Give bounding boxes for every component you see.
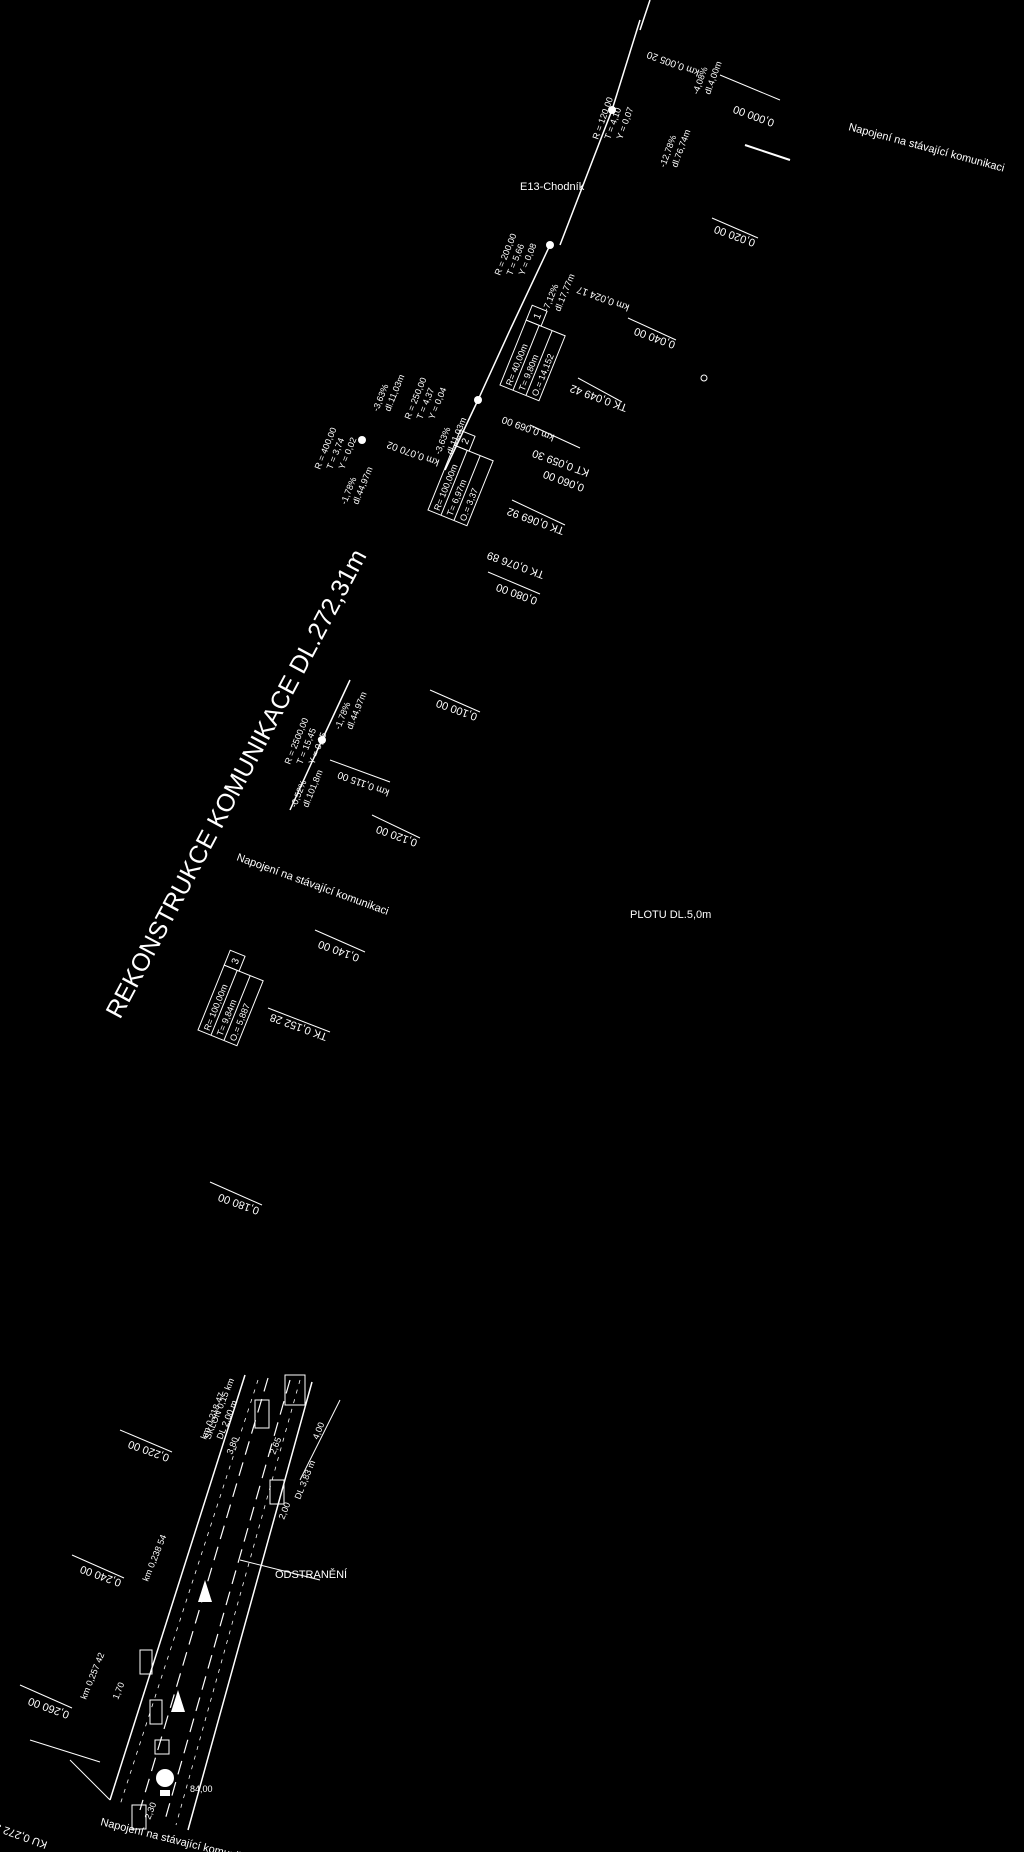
curve-table-2-num: 2 [460,436,472,446]
chainage-label-1: 0,020 00 [713,223,757,249]
curve-2-group: R = 200,00 T = 5,66 Y = 0,08 -7,12% dl.1… [493,232,631,331]
curve-table-1-num: 1 [532,311,544,321]
dim-label-7: 4,00 [311,1421,327,1441]
chainage-label-7: TK 0,076 89 [486,549,546,581]
traffic-sign-icon [156,1769,174,1787]
connection-label-bottom: Napojení na stávající komunikaci [99,1816,258,1852]
station-label-1: km 0,024 17 [575,283,631,312]
chainage-label-11: 0,140 00 [317,938,361,964]
sign-post-icon [160,1790,170,1796]
curve-point-3 [474,396,482,404]
chainage-label-12: TK 0,152 28 [269,1011,329,1043]
odstraneni-label: ODSTRANĚNÍ [275,1568,348,1581]
survey-point-icon [700,374,708,382]
e13-label: E13-Chodník [520,181,585,193]
curve-table-3-num: 3 [230,956,242,966]
curve-5-group: R = 2500,00 T = 15,45 Y = 0,05 -0,52% dl… [283,679,391,811]
chainage-label-14: 0,220 00 [127,1438,171,1464]
dim-label-8: 2,65 [268,1436,284,1456]
dim-label-5: 1,70 [111,1681,127,1701]
connection-label-top: Napojení na stávající komunikaci [847,121,1005,174]
station-label-6: km 0,238 54 [141,1533,169,1583]
chainage-label-17: KU 0,272 31 [0,1818,49,1850]
chainage-label-9: 0,100 00 [435,697,479,723]
curve-point-1 [608,106,616,114]
direction-arrow-icon-2 [171,1690,185,1712]
chainage-label-16: 0,260 00 [27,1695,71,1721]
chainage-label-3: TK 0,049 42 [569,382,629,414]
top-alignment-group: 0,000 00 Napojení na stávající komunikac… [546,0,1006,249]
chainage-label-2: 0,040 00 [633,325,677,351]
connection-label-middle: Napojení na stávající komunikaci [235,852,390,918]
station-label-2: km 0,069 00 [500,413,556,442]
curve-table-1: R= 40,00m T= 9,80m O.= 14,152 1 [499,304,566,402]
chainage-label-15: 0,240 00 [79,1563,123,1589]
curve-point-4 [358,436,366,444]
curve-table-3: R= 100,00m T= 9,84m O.= 5,887 3 [197,949,264,1047]
chainage-label-6: TK 0,069 92 [506,505,566,537]
station-label-4: km 0,115 00 [336,768,391,797]
station-label-7: km 0,257 42 [79,1651,107,1701]
small-value-label: 84,00 [190,1784,213,1794]
dim-label-2: DL 3,83 m [293,1459,318,1501]
station-label-0: km 0,005 20 [645,48,701,77]
direction-arrow-icon [198,1580,212,1602]
dim-label-3: 3,80 [225,1436,241,1456]
bottom-road-section [29,1374,341,1831]
ploty-label: PLOTU DL.5,0m [630,909,711,921]
chainage-label-0: 0,000 00 [732,103,776,129]
dim-label-6: 2,30 [143,1801,159,1821]
